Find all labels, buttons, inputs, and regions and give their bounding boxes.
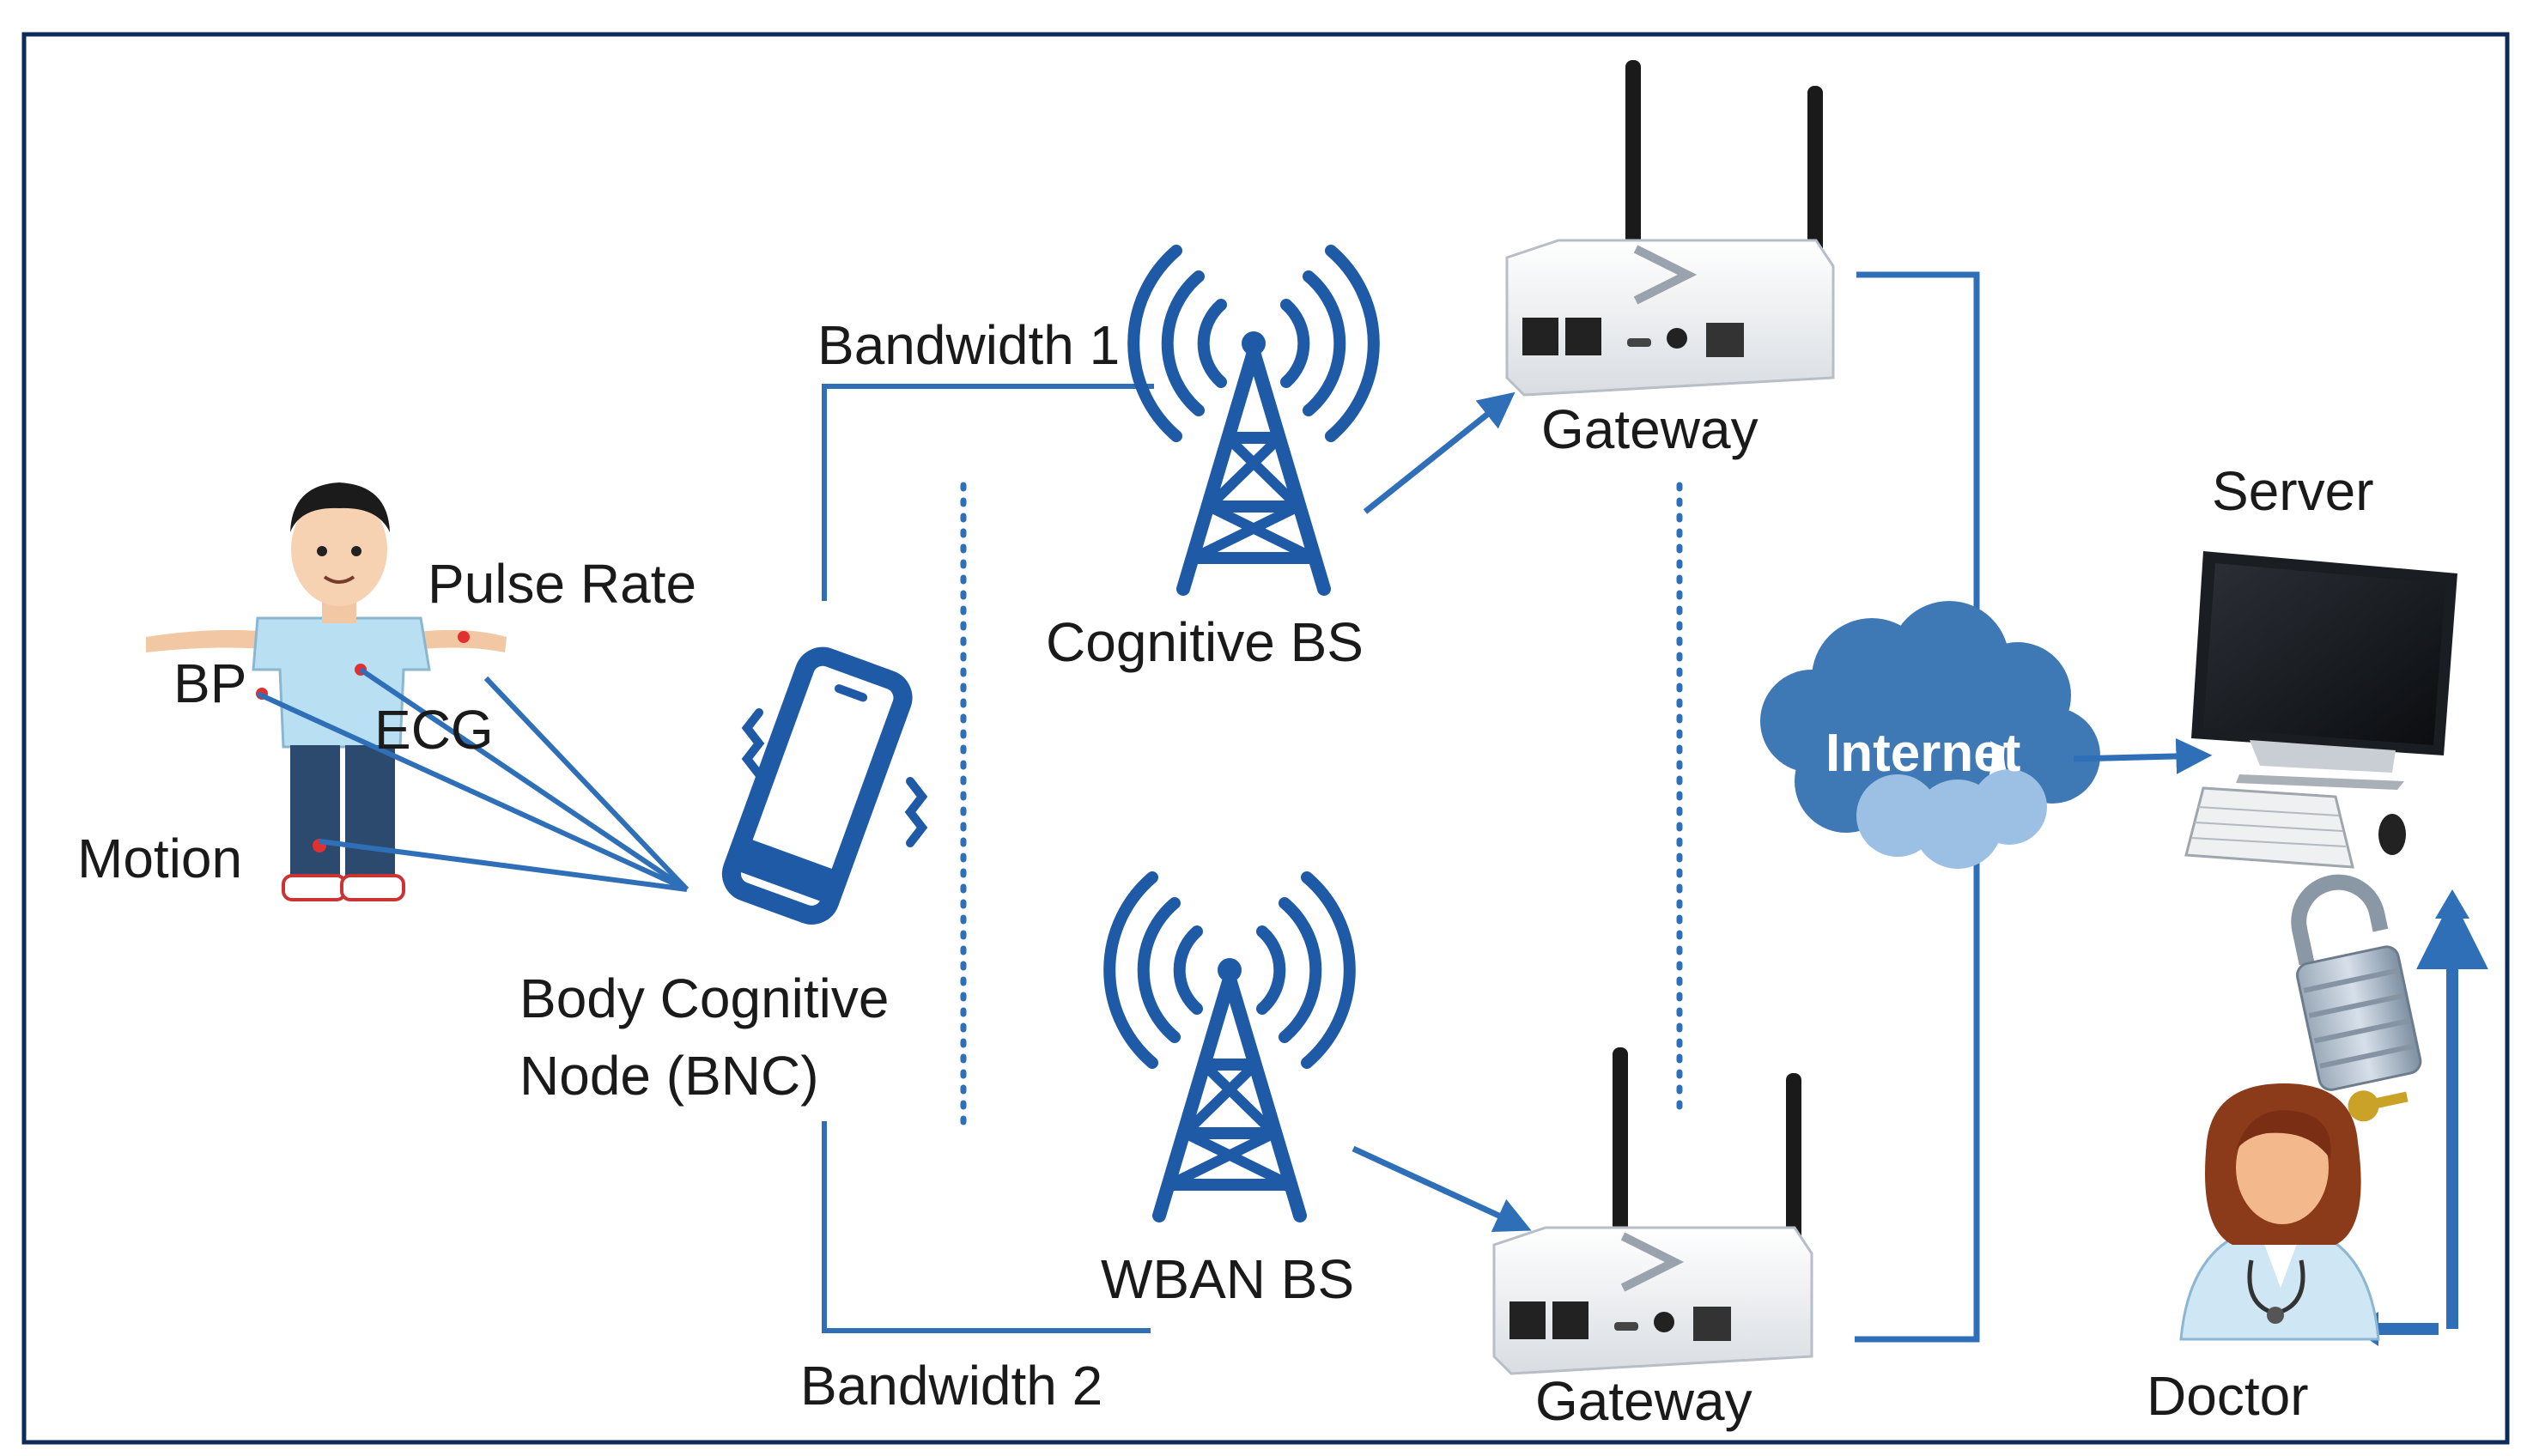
bnc-label-line2: Node (BNC) bbox=[519, 1045, 819, 1107]
bandwidth-2-label: Bandwidth 2 bbox=[800, 1355, 1102, 1417]
bandwidth-links bbox=[822, 384, 1154, 1333]
arrow-wban-to-gateway bbox=[1352, 1145, 1532, 1233]
arrow-internet-to-server bbox=[2073, 737, 2213, 774]
arrow-cognitive-to-gateway bbox=[1363, 391, 1516, 514]
gateway-top-label: Gateway bbox=[1541, 398, 1759, 460]
diagram-frame bbox=[21, 32, 2510, 1445]
internet-cloud-icon: Internet bbox=[1760, 601, 2100, 869]
vibration-marks bbox=[741, 708, 928, 847]
wban-bs-label: WBAN BS bbox=[1101, 1248, 1354, 1310]
gateway-internet-links bbox=[1855, 271, 1980, 1343]
bnc-label-line1: Body Cognitive bbox=[519, 968, 889, 1029]
cognitive-bs-label: Cognitive BS bbox=[1046, 611, 1364, 673]
gateway-bottom-label: Gateway bbox=[1535, 1370, 1752, 1432]
arrow-to-server-head bbox=[2435, 889, 2469, 919]
bp-label: BP bbox=[173, 652, 246, 714]
wifi-router-icon bbox=[1492, 1047, 1813, 1375]
ecg-label: ECG bbox=[374, 699, 494, 761]
sensor-links bbox=[256, 667, 689, 892]
server-label: Server bbox=[2212, 460, 2374, 522]
doctor-avatar-icon bbox=[2179, 1083, 2380, 1341]
smartphone-icon bbox=[721, 646, 913, 925]
wifi-router-icon bbox=[1505, 60, 1835, 397]
bandwidth-1-label: Bandwidth 1 bbox=[817, 314, 1120, 376]
pulse-sensor bbox=[458, 631, 470, 643]
server-doctor-links bbox=[2378, 897, 2488, 1335]
cell-tower-icon bbox=[1103, 871, 1356, 1222]
doctor-label: Doctor bbox=[2147, 1365, 2309, 1427]
internet-label: Internet bbox=[1825, 724, 2020, 783]
open-padlock-icon bbox=[2291, 874, 2422, 1122]
motion-label: Motion bbox=[77, 828, 242, 889]
desktop-computer-icon bbox=[2184, 551, 2457, 869]
pulse-rate-label: Pulse Rate bbox=[428, 553, 696, 615]
cell-tower-icon bbox=[1127, 245, 1380, 596]
person-with-sensors-icon bbox=[146, 482, 507, 901]
